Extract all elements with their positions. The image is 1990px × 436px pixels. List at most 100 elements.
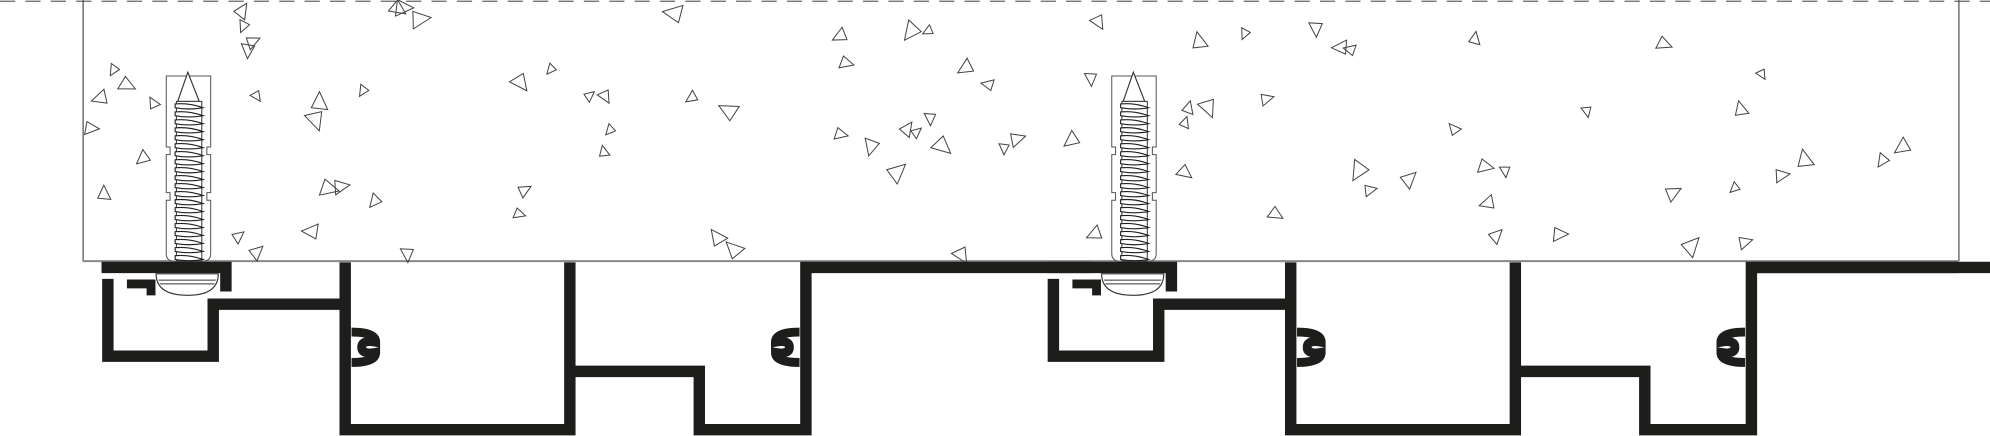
aggregate-mark — [710, 228, 729, 247]
c-clip-left — [351, 327, 381, 367]
aggregate-mark — [412, 10, 433, 30]
aggregate-mark — [394, 0, 415, 17]
aggregate-mark — [149, 96, 162, 110]
profile-unit — [101, 70, 1092, 436]
aggregate-mark — [1330, 39, 1348, 55]
concrete-slab — [82, 0, 1960, 263]
aggregate-mark — [1664, 187, 1683, 204]
aggregate-mark — [831, 26, 848, 41]
aggregate-mark — [583, 90, 596, 104]
aggregate-mark — [833, 126, 850, 140]
aggregate-mark — [956, 57, 975, 74]
aggregate-mark — [1088, 14, 1104, 31]
screw-thread — [1120, 100, 1151, 262]
aggregate-mark — [240, 43, 256, 60]
aggregate-mark — [334, 179, 352, 196]
aggregate-mark — [1498, 166, 1511, 179]
screw-head — [1101, 273, 1165, 296]
chamber-right — [569, 261, 1092, 436]
aggregate-mark — [248, 245, 264, 262]
aggregate-mark — [1448, 122, 1463, 137]
aggregate-mark — [239, 18, 251, 34]
aggregate-mark — [1754, 68, 1766, 81]
aggregate-mark — [1342, 44, 1357, 57]
left-box — [102, 278, 346, 362]
chamber-left — [339, 262, 576, 436]
aggregate-mark — [300, 223, 319, 240]
aggregate-mark — [310, 90, 329, 111]
aggregate-mark — [1260, 93, 1275, 107]
aggregate-mark — [399, 248, 415, 264]
aggregate-mark — [661, 4, 684, 24]
profile-units — [101, 70, 1990, 436]
aggregate-mark — [1196, 98, 1214, 119]
aggregate-mark — [596, 89, 610, 105]
aggregate-mark — [387, 0, 407, 15]
aggregate-mark — [1174, 163, 1193, 179]
aggregate-mark — [512, 207, 527, 219]
left-box — [1047, 278, 1291, 362]
aggregate-mark — [109, 62, 121, 77]
chamber-left — [1284, 262, 1522, 436]
aggregate-mark — [1178, 115, 1190, 130]
aggregate-mark — [232, 2, 248, 21]
top-flange — [101, 261, 232, 292]
aggregate-mark — [517, 185, 533, 200]
aggregate-mark — [1085, 223, 1103, 239]
aggregate-mark — [1680, 236, 1700, 259]
aggregate-mark — [358, 83, 370, 98]
aggregate-mark — [898, 121, 913, 139]
top-flange — [1047, 261, 1178, 292]
aggregate-mark — [1877, 151, 1891, 169]
aggregate-mark — [303, 111, 323, 132]
aggregate-mark — [1307, 22, 1324, 39]
aggregate-mark — [604, 122, 617, 136]
aggregate-mark — [135, 148, 152, 165]
aggregate-mark — [1476, 158, 1496, 173]
aggregate-mark — [248, 89, 261, 103]
aggregate-mark — [231, 231, 245, 246]
aggregate-mark — [903, 19, 923, 42]
aggregate-mark — [923, 112, 937, 127]
aggregate-mark — [1487, 228, 1503, 246]
aggregate-mark — [725, 241, 746, 260]
aggregate-mark — [1893, 136, 1912, 154]
c-clip-right — [1716, 327, 1746, 367]
aggregate-mark — [1364, 184, 1379, 198]
aggregate-mark — [1192, 30, 1210, 49]
c-clip-left — [1296, 327, 1326, 367]
aggregate-mark — [1552, 226, 1570, 243]
aggregate-mark — [546, 62, 558, 76]
aggregate-mark — [979, 79, 995, 92]
aggregate-mark — [1467, 30, 1481, 46]
aggregate-mark — [90, 88, 108, 104]
aggregate-mark — [684, 89, 699, 103]
aggregate-mark — [998, 143, 1010, 157]
aggregate-mark — [1399, 171, 1417, 191]
aggregate-mark — [1241, 26, 1252, 41]
aggregate-mark — [1478, 193, 1495, 209]
c-clip-right — [770, 327, 800, 367]
hook-lip — [126, 279, 156, 296]
aggregate-mark — [318, 178, 341, 196]
hook-lip — [1072, 279, 1101, 296]
aggregate-mark — [83, 120, 101, 136]
aggregate-mark — [1654, 35, 1674, 49]
aggregate-mark — [910, 127, 923, 140]
aggregate-mark — [717, 105, 741, 122]
aggregate-mark — [864, 137, 881, 158]
aggregate-mark — [1266, 205, 1284, 219]
aggregate-mark — [921, 23, 934, 35]
screw-thread — [174, 100, 206, 262]
aggregate-mark — [929, 135, 952, 155]
aggregate-mark — [885, 163, 907, 186]
aggregate-mark — [598, 144, 611, 157]
aggregate-mark — [1580, 106, 1592, 119]
aggregate-mark — [1797, 148, 1816, 167]
chamber-right — [1515, 261, 1990, 436]
screw-head — [155, 273, 219, 296]
aggregate-mark — [245, 37, 261, 51]
aggregate-mark — [1729, 180, 1741, 194]
aggregate-mark — [96, 183, 112, 200]
